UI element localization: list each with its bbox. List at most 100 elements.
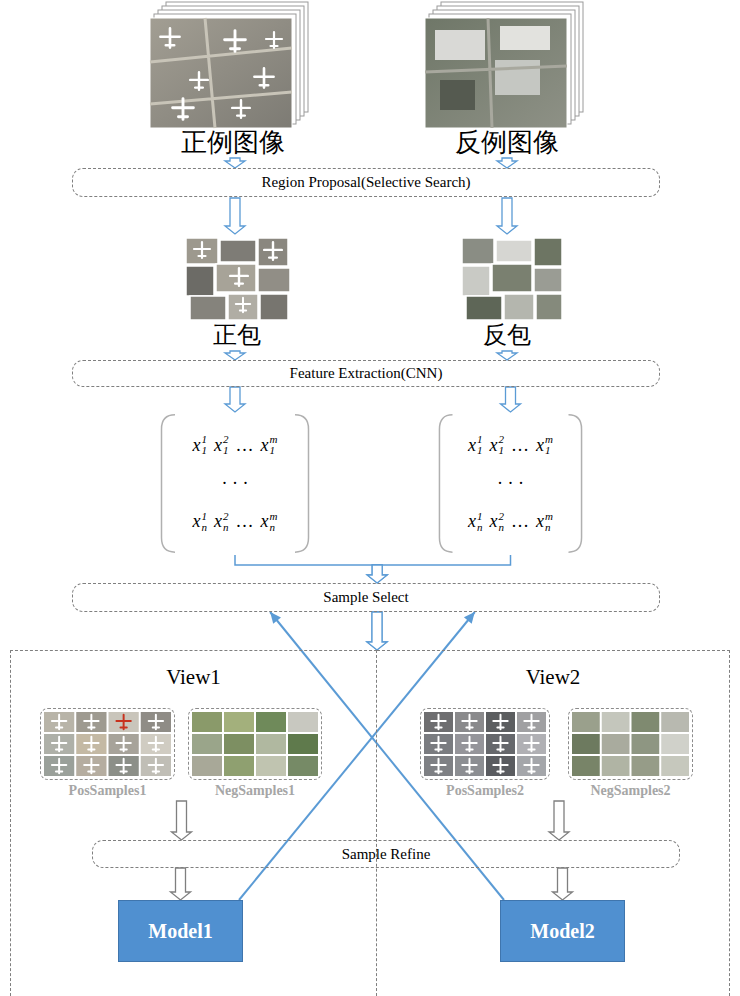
- connector: [235, 555, 387, 583]
- patch: [260, 294, 288, 320]
- subscript: n: [499, 522, 505, 533]
- matrix-symbol: x: [214, 435, 222, 456]
- connector: [367, 612, 387, 650]
- sample-tile: [109, 712, 139, 732]
- patch: [534, 238, 562, 266]
- flow-arrow: [225, 387, 245, 412]
- image-caption: 反例图像: [455, 128, 559, 158]
- building: [500, 26, 550, 50]
- matrix-symbol: x: [214, 511, 222, 532]
- positive-patch-mosaic: [186, 238, 290, 320]
- superscript: 2: [223, 434, 229, 445]
- superscript: 2: [223, 511, 229, 522]
- sample-tile: [424, 734, 453, 754]
- sample-tile: [76, 756, 106, 776]
- subscript: n: [270, 522, 278, 533]
- model-box: Model2: [500, 900, 625, 962]
- sample-tile: [141, 734, 171, 754]
- airport-image: [150, 18, 292, 128]
- matrix-indices: mn: [545, 511, 553, 533]
- building: [495, 60, 540, 95]
- process-label: Sample Select: [323, 589, 408, 606]
- sample-tile: [192, 734, 222, 754]
- sample-tile: [455, 734, 484, 754]
- patch: [186, 266, 214, 296]
- sample-set: NegSamples2: [568, 708, 693, 799]
- process-box: Feature Extraction(CNN): [72, 360, 660, 387]
- negative-image-stack: [425, 2, 583, 128]
- flow-arrow: [225, 158, 245, 168]
- sample-tile: [192, 712, 222, 732]
- connector-line: [377, 555, 510, 565]
- superscript: 1: [202, 511, 208, 522]
- sample-tile: [517, 712, 546, 732]
- sample-tile: [141, 756, 171, 776]
- matrix-indices: 11: [202, 434, 208, 456]
- process-label: Region Proposal(Selective Search): [261, 174, 470, 191]
- sample-tile: [44, 712, 74, 732]
- flow-arrow: [497, 351, 517, 360]
- matrix-entry: x11: [193, 434, 208, 456]
- feature-matrix: x11x21…xm1· · ·x1nx2n…xmn: [438, 412, 583, 555]
- sample-tile: [661, 734, 689, 754]
- process-box: Sample Select: [72, 583, 660, 612]
- sample-label: NegSamples2: [568, 782, 693, 799]
- connector: [553, 868, 573, 900]
- superscript: 1: [477, 511, 483, 522]
- view-label: View1: [11, 665, 376, 690]
- taxiway: [150, 18, 292, 128]
- plane: [116, 715, 130, 729]
- plane: [149, 715, 163, 729]
- matrix-indices: 1n: [202, 511, 208, 533]
- plane: [84, 737, 98, 751]
- flow-arrow: [501, 387, 521, 412]
- patch: [504, 294, 534, 320]
- connector-line: [239, 612, 475, 900]
- matrix-bracket: [439, 415, 452, 552]
- sample-tile: [632, 734, 660, 754]
- plane: [52, 737, 66, 751]
- negative-patch-mosaic: [462, 238, 562, 320]
- matrix-entry: x2n: [214, 511, 229, 533]
- plane: [232, 100, 250, 118]
- process-box: Sample Refine: [92, 840, 680, 868]
- connector: [225, 387, 245, 412]
- sample-frame: [40, 708, 175, 780]
- sample-tile: [76, 734, 106, 754]
- flow-arrow: [171, 868, 191, 900]
- sample-frame: [568, 708, 693, 780]
- patch: [466, 296, 502, 320]
- matrix-bracket: [295, 415, 309, 552]
- sample-tile: [572, 756, 600, 776]
- connector: [239, 612, 475, 900]
- sample-tile: [517, 756, 546, 776]
- sample-frame: [420, 708, 550, 780]
- matrix-indices: m1: [270, 434, 278, 456]
- sample-set: NegSamples1: [188, 708, 322, 799]
- plane: [194, 242, 210, 258]
- matrix-entry: x11: [468, 434, 483, 456]
- plane: [190, 72, 208, 90]
- plane: [462, 715, 476, 729]
- matrix-indices: m1: [545, 434, 553, 456]
- sample-tile: [455, 712, 484, 732]
- flow-arrow: [367, 565, 387, 583]
- sample-tile: [602, 756, 630, 776]
- plane: [84, 715, 98, 729]
- patch: [216, 264, 256, 292]
- flow-arrow: [497, 158, 517, 168]
- flow-arrow: [225, 351, 245, 360]
- subscript: 1: [499, 445, 505, 456]
- patch: [186, 238, 218, 264]
- matrix-symbol: x: [536, 435, 544, 456]
- feature-matrix: x11x21…xm1· · ·x1nx2n…xmn: [160, 412, 310, 555]
- plane: [230, 268, 248, 286]
- plane: [431, 715, 445, 729]
- plane: [524, 715, 538, 729]
- matrix-entry: x21: [214, 434, 229, 456]
- matrix-symbol: x: [468, 435, 476, 456]
- plane: [493, 737, 507, 751]
- model-box: Model1: [118, 900, 243, 962]
- subscript: n: [223, 522, 229, 533]
